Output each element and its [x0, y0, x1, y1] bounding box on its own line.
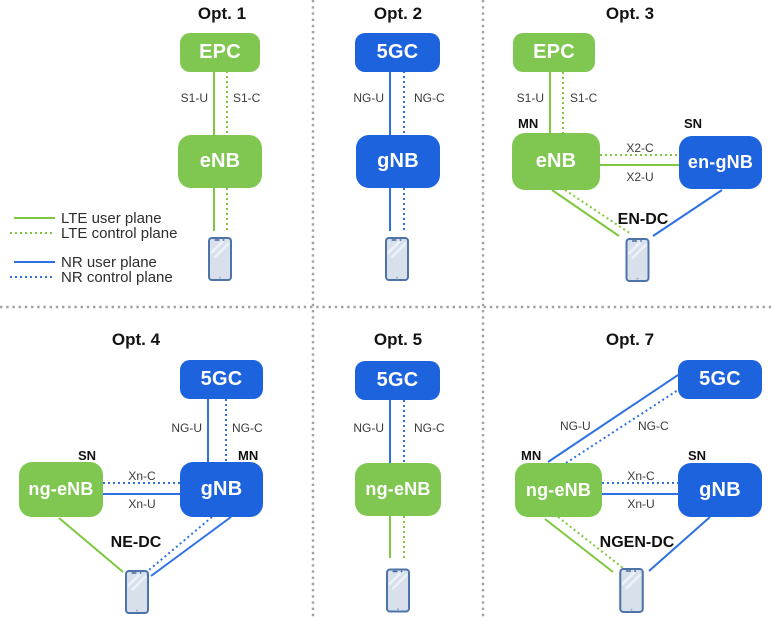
opt5-5gc-node: 5GC [355, 361, 440, 400]
opt3-title: Opt. 3 [605, 4, 655, 23]
opt3-x2u-label: X2-U [626, 170, 654, 184]
opt4-nedc-label: NE-DC [110, 534, 162, 551]
opt1-s1c-label: S1-C [233, 91, 261, 105]
opt7-xnc-label: Xn-C [627, 469, 655, 483]
ue-phone-icon [625, 238, 650, 282]
opt7-title: Opt. 7 [605, 330, 655, 349]
opt1-epc-node: EPC [180, 33, 260, 72]
opt4-ngenb-node: ng-eNB [19, 462, 103, 517]
opt5-ngc-label: NG-C [414, 421, 445, 435]
opt5-connectors [389, 400, 405, 558]
opt4-sn-role-label: SN [78, 448, 97, 463]
opt4-mn-role-label: MN [238, 448, 259, 463]
opt2-gnb-node: gNB [356, 135, 440, 188]
opt1-s1u-label: S1-U [180, 91, 208, 105]
opt3-connectors [549, 72, 723, 237]
opt4-ngu-label: NG-U [171, 421, 202, 435]
opt7-5gc-node: 5GC [678, 360, 762, 399]
opt3-epc-node: EPC [513, 33, 595, 72]
opt3-s1u-label: S1-U [516, 91, 544, 105]
legend-swatches [10, 217, 55, 278]
opt3-s1c-label: S1-C [570, 91, 598, 105]
opt2-connectors [389, 71, 405, 231]
opt5-title: Opt. 5 [373, 330, 423, 349]
opt3-endc-label: EN-DC [617, 211, 669, 228]
opt7-sn-role-label: SN [688, 448, 707, 463]
ue-phone-icon [208, 237, 232, 281]
opt4-title: Opt. 4 [111, 330, 161, 349]
ue-phone-icon [386, 568, 410, 613]
opt1-enb-node: eNB [178, 135, 262, 188]
opt1-title: Opt. 1 [197, 4, 247, 23]
opt7-ngendc-label: NGEN-DC [599, 534, 675, 551]
legend-lte-control-label: LTE control plane [61, 225, 178, 242]
ue-phone-icon [619, 568, 644, 613]
opt4-xnc-label: Xn-C [128, 469, 156, 483]
opt7-mn-role-label: MN [521, 448, 542, 463]
ue-phone-icon [385, 237, 409, 281]
opt3-x2c-label: X2-C [626, 141, 654, 155]
opt7-xnu-label: Xn-U [627, 497, 655, 511]
opt3-engnb-node: en-gNB [679, 136, 762, 189]
opt2-title: Opt. 2 [373, 4, 423, 23]
opt2-5gc-node: 5GC [355, 33, 440, 72]
opt7-ngu-label: NG-U [560, 419, 591, 433]
opt4-xnu-label: Xn-U [128, 497, 156, 511]
legend-nr-user-label: NR user plane [61, 254, 157, 271]
opt7-ngc-label: NG-C [638, 419, 669, 433]
opt7-gnb-node: gNB [678, 463, 762, 517]
ue-phone-icon [125, 570, 149, 614]
opt4-gnb-node: gNB [180, 462, 263, 517]
legend-nr-control-label: NR control plane [61, 269, 173, 286]
opt3-enb-node: eNB [512, 133, 600, 190]
opt4-5gc-node: 5GC [180, 360, 263, 399]
opt4-connectors [58, 399, 232, 577]
opt1-connectors [213, 71, 228, 231]
opt3-sn-role-label: SN [684, 116, 703, 131]
opt3-mn-role-label: MN [518, 116, 539, 131]
opt5-ngu-label: NG-U [353, 421, 384, 435]
opt4-ngc-label: NG-C [232, 421, 263, 435]
opt5-ngenb-node: ng-eNB [355, 463, 441, 516]
legend-lte-user-label: LTE user plane [61, 210, 162, 227]
opt2-ngc-label: NG-C [414, 91, 445, 105]
opt7-ngenb-node: ng-eNB [515, 463, 602, 517]
opt2-ngu-label: NG-U [353, 91, 384, 105]
opt7-connectors [544, 374, 711, 573]
